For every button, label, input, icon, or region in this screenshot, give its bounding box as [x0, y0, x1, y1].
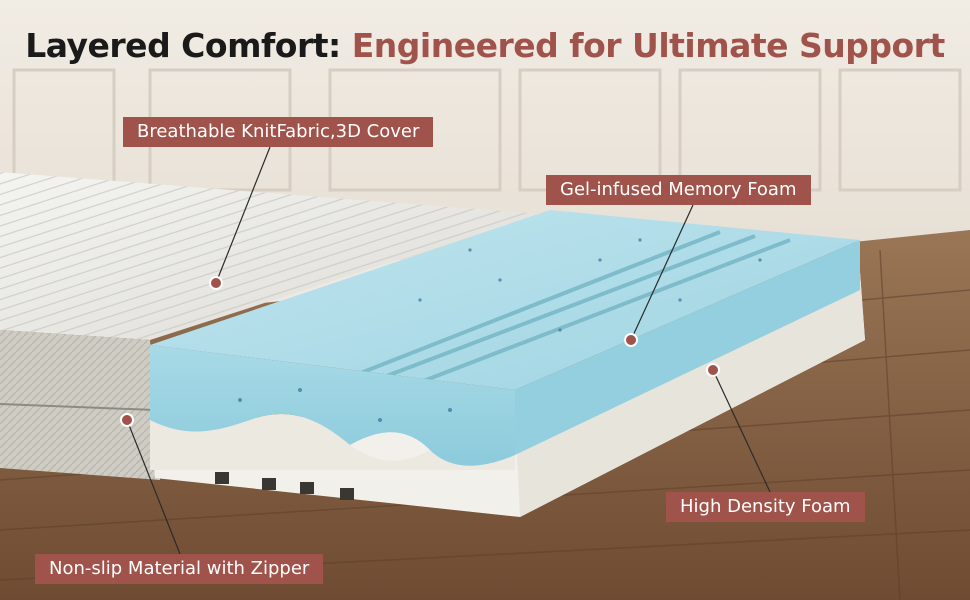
headline-accent: Engineered for Ultimate Support	[351, 26, 946, 65]
gel-memory-foam-top	[150, 210, 860, 390]
leader-lines	[126, 146, 771, 555]
cover-side-zipper	[0, 330, 160, 480]
gel-memory-foam-side	[150, 345, 515, 466]
headline-lead: Layered Comfort:	[25, 26, 341, 65]
foam-channels	[329, 230, 791, 392]
callout-high-density-foam: High Density Foam	[666, 492, 865, 522]
callout-knit-cover: Breathable KnitFabric,3D Cover	[123, 117, 434, 147]
base-slots	[215, 472, 354, 500]
callout-non-slip-zipper: Non-slip Material with Zipper	[35, 554, 324, 584]
callout-gel-memory-foam: Gel-infused Memory Foam	[546, 175, 811, 205]
marker-dots	[120, 276, 720, 427]
headline: Layered Comfort: Engineered for Ultimate…	[0, 26, 970, 65]
gel-beads	[238, 238, 762, 422]
